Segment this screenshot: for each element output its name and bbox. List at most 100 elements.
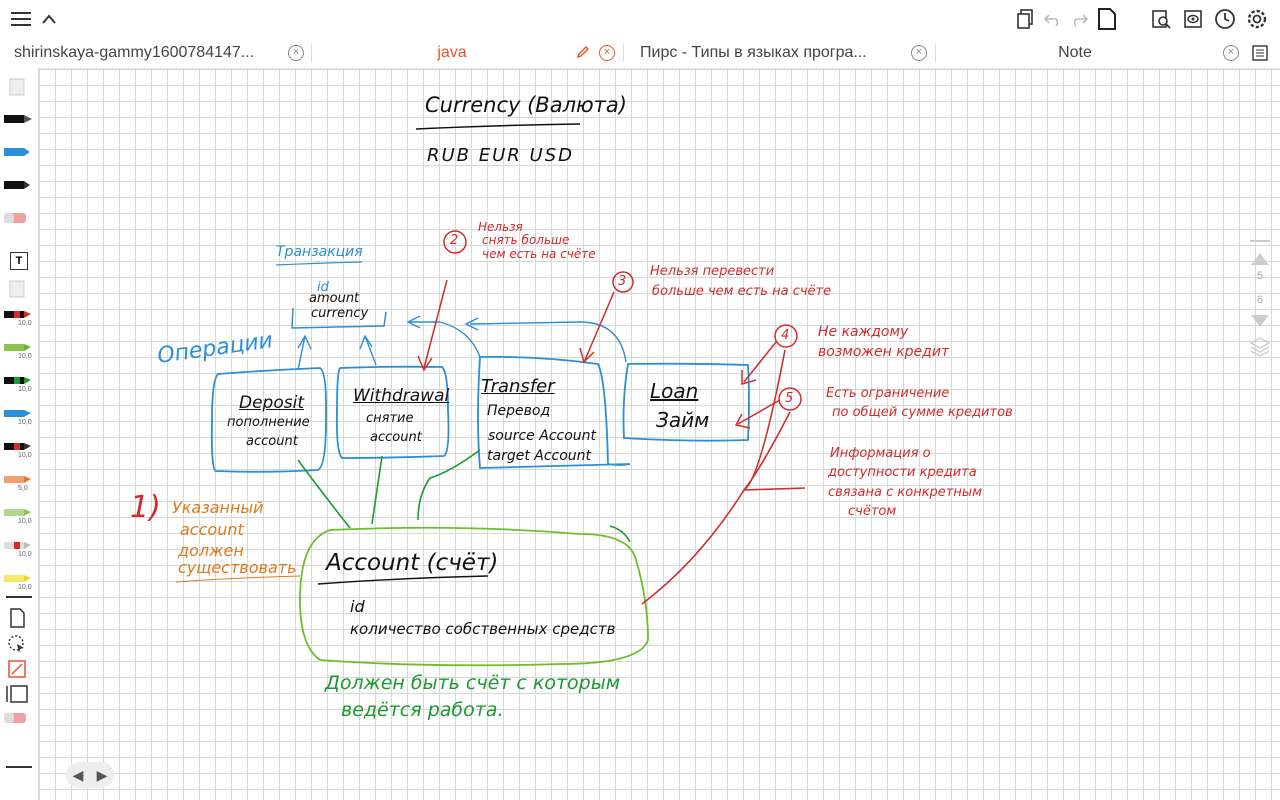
hamburger-icon[interactable]	[8, 6, 34, 32]
note-2-line2: снять больше	[482, 233, 570, 247]
close-icon[interactable]: ×	[911, 45, 927, 61]
page-current: 5	[1256, 270, 1264, 282]
pen-red-icon[interactable]: 10,0	[4, 308, 34, 328]
eraser-icon[interactable]	[4, 211, 34, 231]
copy-pages-icon[interactable]	[1012, 6, 1038, 32]
note-3-line1: Нельзя перевести	[650, 264, 775, 279]
frame-icon[interactable]	[4, 684, 34, 704]
page-down-icon[interactable]	[1250, 314, 1270, 328]
page-icon[interactable]	[1094, 6, 1120, 32]
divider	[6, 766, 32, 768]
account-line2: количество собственных средств	[350, 620, 616, 638]
edit-pencil-icon[interactable]	[576, 45, 590, 64]
note-5-number: 5	[785, 391, 794, 406]
note-6-line3: связана с конкретным	[828, 485, 982, 500]
top-toolbar	[0, 0, 1280, 38]
eraser-icon[interactable]	[4, 711, 34, 731]
pen-green-icon[interactable]: 10,0	[4, 341, 34, 361]
withdrawal-line2: account	[370, 430, 422, 445]
find-icon[interactable]	[1148, 6, 1174, 32]
note-1-line1: Указанный	[172, 498, 264, 517]
note-2-line1: Нельзя	[478, 220, 523, 234]
note-6-line1: Информация о	[830, 446, 931, 461]
pen-lightgreen-icon[interactable]: 10,0	[4, 506, 34, 526]
pen-size: 10,0	[18, 551, 32, 558]
pen-size: 10,0	[18, 452, 32, 459]
lasso-select-icon[interactable]	[4, 634, 34, 654]
redo-icon[interactable]	[1066, 6, 1092, 32]
page-navigator[interactable]: 5 6	[1248, 240, 1272, 364]
note-2-line3: чем есть на счёте	[482, 247, 596, 261]
pen-red-icon[interactable]: 10,0	[4, 539, 34, 559]
note-4-line2: возможен кредит	[818, 344, 950, 360]
tab-divider	[935, 44, 936, 62]
note-1-number: 1)	[130, 490, 161, 525]
view-icon[interactable]	[1180, 6, 1206, 32]
pen-darkgreen-icon[interactable]: 10,0	[4, 374, 34, 394]
pen-black-icon[interactable]	[4, 178, 34, 198]
pen-blue-icon[interactable]	[4, 145, 34, 165]
text-tool-label: T	[10, 252, 28, 270]
undo-icon[interactable]	[1040, 6, 1066, 32]
highlighter-yellow-icon[interactable]: 10,0	[4, 572, 34, 592]
note-4-number: 4	[781, 328, 790, 343]
deposit-title: Deposit	[239, 393, 304, 413]
chevron-up-icon[interactable]	[36, 6, 62, 32]
pen-size: 5,0	[18, 485, 28, 492]
note-3-number: 3	[618, 274, 627, 289]
loan-line1: Займ	[656, 408, 710, 432]
close-icon[interactable]: ×	[1223, 45, 1239, 61]
page-nav-pill: ◀ ▶	[66, 762, 114, 788]
text-tool-icon[interactable]: T	[4, 252, 34, 272]
layers-icon[interactable]	[1250, 336, 1270, 358]
tab-document-3[interactable]: Пирс - Типы в языках програ...	[640, 38, 890, 68]
tool-sidebar: T 10,0 10,0 10,0 10,0 10,0 5,0 10,0 10,0…	[0, 68, 39, 800]
close-icon[interactable]: ×	[599, 45, 615, 61]
green-note-line2: ведётся работа.	[341, 699, 504, 721]
tab-list-icon[interactable]	[1252, 45, 1268, 66]
divider	[6, 596, 32, 598]
tab-label: Пирс - Типы в языках програ...	[640, 44, 867, 61]
pen-black-icon[interactable]	[4, 112, 34, 132]
pen-blue-icon[interactable]: 10,0	[4, 407, 34, 427]
tab-bar: shirinskaya-gammy1600784147... × java × …	[0, 38, 1280, 69]
pen-size: 10,0	[18, 353, 32, 360]
tab-document-1[interactable]: shirinskaya-gammy1600784147...	[14, 38, 274, 68]
deposit-line1: пополнение	[227, 415, 310, 430]
note-canvas[interactable]	[39, 69, 1280, 800]
currency-values: RUB EUR USD	[427, 145, 574, 166]
note-6-line4: счётом	[848, 504, 897, 519]
resize-icon[interactable]	[4, 659, 34, 679]
transfer-line1: Перевод	[487, 403, 551, 419]
currency-title: Currency (Валюта)	[425, 93, 627, 117]
pen-size: 10,0	[18, 518, 32, 525]
new-page-icon[interactable]	[4, 608, 34, 628]
settings-icon[interactable]	[1244, 6, 1270, 32]
transfer-line2: source Account	[488, 428, 597, 444]
note-1-line2: account	[180, 520, 244, 539]
note-6-line2: доступности кредита	[828, 465, 977, 480]
transaction-field-currency: currency	[311, 306, 369, 321]
pen-orange-icon[interactable]: 5,0	[4, 473, 34, 493]
page-next-icon[interactable]: ▶	[96, 766, 108, 783]
transfer-line3: target Account	[487, 448, 592, 464]
transaction-title: Транзакция	[276, 244, 363, 260]
loan-title: Loan	[650, 379, 699, 403]
history-icon[interactable]	[1212, 6, 1238, 32]
page-prev-icon[interactable]: ◀	[72, 766, 84, 783]
page-up-icon[interactable]	[1250, 252, 1270, 266]
withdrawal-title: Withdrawal	[353, 386, 450, 406]
tab-note[interactable]: Note	[950, 38, 1200, 68]
pages-tool-icon[interactable]	[4, 78, 34, 98]
page-next: 6	[1256, 294, 1264, 306]
tab-java[interactable]: java	[330, 38, 574, 68]
divider	[1250, 240, 1270, 242]
transfer-title: Transfer	[481, 376, 555, 397]
transaction-field-amount: amount	[309, 291, 360, 306]
pages-tool-icon[interactable]	[4, 280, 34, 300]
close-icon[interactable]: ×	[288, 45, 304, 61]
account-line1: id	[350, 597, 365, 616]
pen-black-icon[interactable]: 10,0	[4, 440, 34, 460]
note-2-number: 2	[450, 233, 459, 248]
note-1-line3: должен	[178, 541, 244, 560]
